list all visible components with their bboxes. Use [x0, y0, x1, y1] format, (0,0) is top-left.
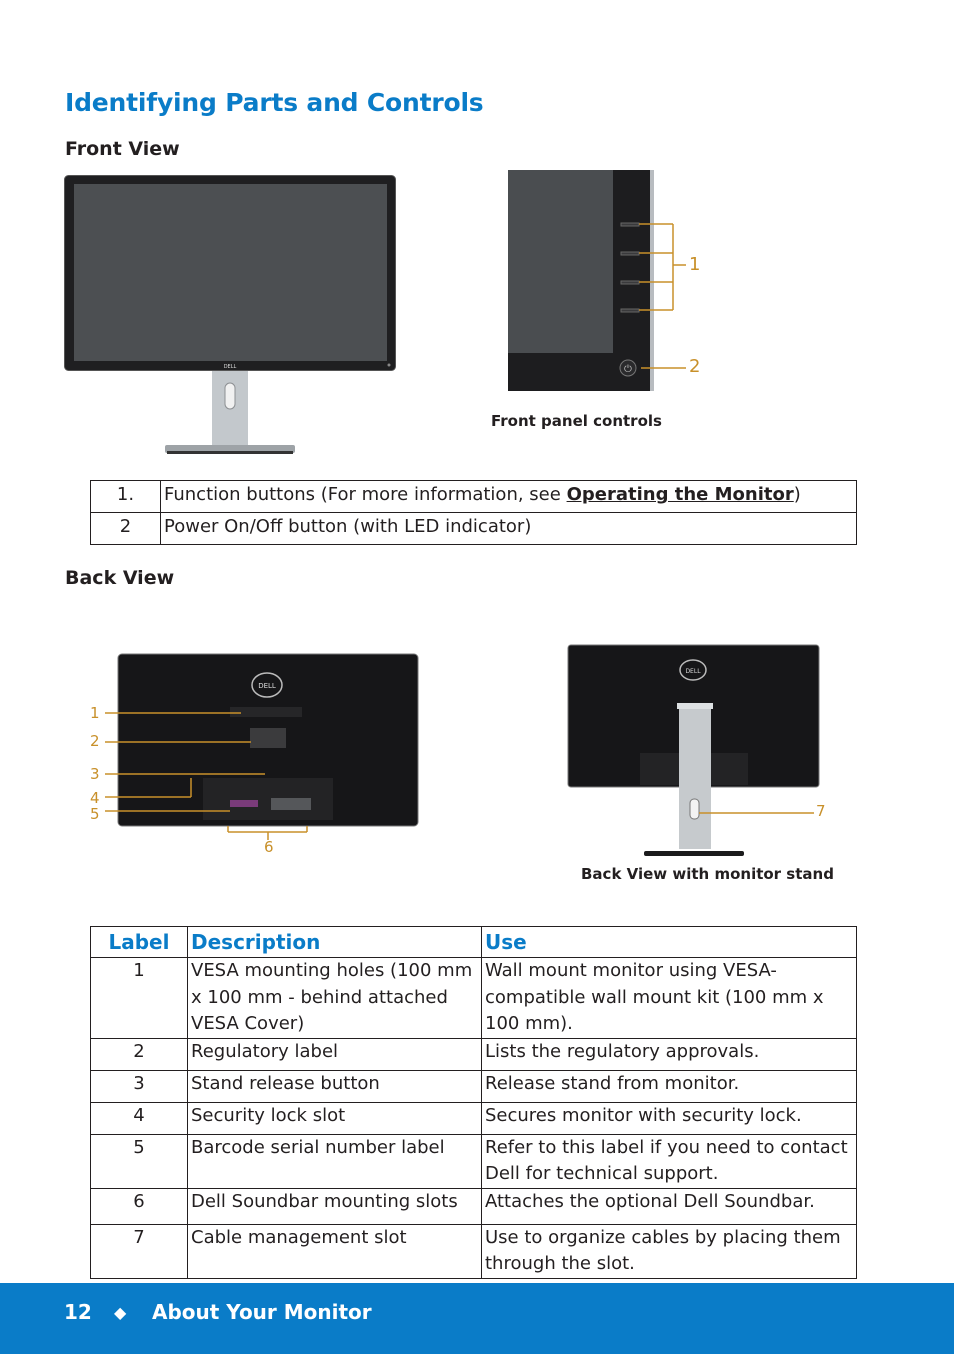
table-row: 4 Security lock slot Secures monitor wit…	[90, 1101, 857, 1135]
front-view-heading: Front View	[65, 138, 180, 160]
back-callout-1: 1	[90, 704, 100, 722]
cell-use: Use to organize cables by placing them t…	[481, 1223, 857, 1279]
cell-description: Regulatory label	[187, 1037, 482, 1071]
dell-back-logo: DELL	[258, 682, 276, 690]
table-row: 7 Cable management slot Use to organize …	[90, 1223, 857, 1279]
table-row: 3 Stand release button Release stand fro…	[90, 1069, 857, 1103]
operating-monitor-link[interactable]: Operating the Monitor	[566, 484, 794, 505]
page-title: Identifying Parts and Controls	[65, 88, 484, 117]
cell-use: Release stand from monitor.	[481, 1069, 857, 1103]
table-row: 6 Dell Soundbar mounting slots Attaches …	[90, 1187, 857, 1225]
front-monitor-image: DELL	[64, 175, 396, 454]
cell-label: 5	[90, 1133, 188, 1189]
row-number: 2	[90, 512, 161, 545]
table-row: 2 Regulatory label Lists the regulatory …	[90, 1037, 857, 1071]
cell-description: Dell Soundbar mounting slots	[187, 1187, 482, 1225]
row-description: Function buttons (For more information, …	[160, 480, 857, 513]
front-callout-2: 2	[689, 356, 701, 377]
svg-text:⏻: ⏻	[624, 364, 632, 375]
section-title: About Your Monitor	[152, 1300, 372, 1324]
page-number: 12	[64, 1300, 92, 1324]
table-row: 2 Power On/Off button (with LED indicato…	[90, 512, 857, 545]
cell-use: Wall mount monitor using VESA-compatible…	[481, 957, 857, 1039]
cell-description: VESA mounting holes (100 mm x 100 mm - b…	[187, 957, 482, 1039]
back-view-heading: Back View	[65, 567, 175, 589]
page-footer: 12 ◆ About Your Monitor	[0, 1283, 954, 1354]
back-callout-4: 4	[90, 789, 100, 807]
description-text: Function buttons (For more information, …	[164, 484, 567, 505]
cell-label: 1	[90, 957, 188, 1039]
back-callout-6: 6	[264, 838, 274, 856]
front-controls-table: 1. Function buttons (For more informatio…	[90, 480, 857, 545]
table-row: 5 Barcode serial number label Refer to t…	[90, 1133, 857, 1189]
row-number: 1.	[90, 480, 161, 513]
dell-stand-logo: DELL	[685, 668, 701, 675]
cell-description: Security lock slot	[187, 1101, 482, 1135]
cell-description: Barcode serial number label	[187, 1133, 482, 1189]
cell-label: 4	[90, 1101, 188, 1135]
front-callout-1: 1	[689, 254, 701, 275]
table-row: 1. Function buttons (For more informatio…	[90, 480, 857, 513]
table-row: 1 VESA mounting holes (100 mm x 100 mm -…	[90, 957, 857, 1039]
cell-use: Refer to this label if you need to conta…	[481, 1133, 857, 1189]
header-use: Use	[481, 926, 857, 958]
back-stand-image: DELL	[567, 644, 820, 856]
diamond-separator-icon: ◆	[114, 1303, 127, 1322]
back-monitor-image: DELL	[105, 653, 419, 840]
cell-label: 3	[90, 1069, 188, 1103]
cell-use: Attaches the optional Dell Soundbar.	[481, 1187, 857, 1225]
cell-use: Lists the regulatory approvals.	[481, 1037, 857, 1071]
back-parts-table: Label Description Use 1 VESA mounting ho…	[90, 926, 857, 1279]
back-callout-5: 5	[90, 805, 100, 823]
header-label: Label	[90, 926, 188, 958]
cell-use: Secures monitor with security lock.	[481, 1101, 857, 1135]
stand-callout-7: 7	[816, 802, 826, 820]
back-callout-3: 3	[90, 765, 100, 783]
dell-logo: DELL	[224, 364, 237, 370]
header-description: Description	[187, 926, 482, 958]
cell-label: 6	[90, 1187, 188, 1225]
cell-description: Cable management slot	[187, 1223, 482, 1279]
front-panel-caption: Front panel controls	[491, 412, 662, 430]
row-description: Power On/Off button (with LED indicator)	[160, 512, 857, 545]
cell-description: Stand release button	[187, 1069, 482, 1103]
back-callout-2: 2	[90, 732, 100, 750]
description-text-end: )	[793, 484, 801, 505]
table-header-row: Label Description Use	[90, 926, 857, 958]
back-stand-caption: Back View with monitor stand	[581, 865, 834, 883]
cell-label: 2	[90, 1037, 188, 1071]
front-panel-closeup: ⏻	[508, 170, 686, 391]
cell-label: 7	[90, 1223, 188, 1279]
